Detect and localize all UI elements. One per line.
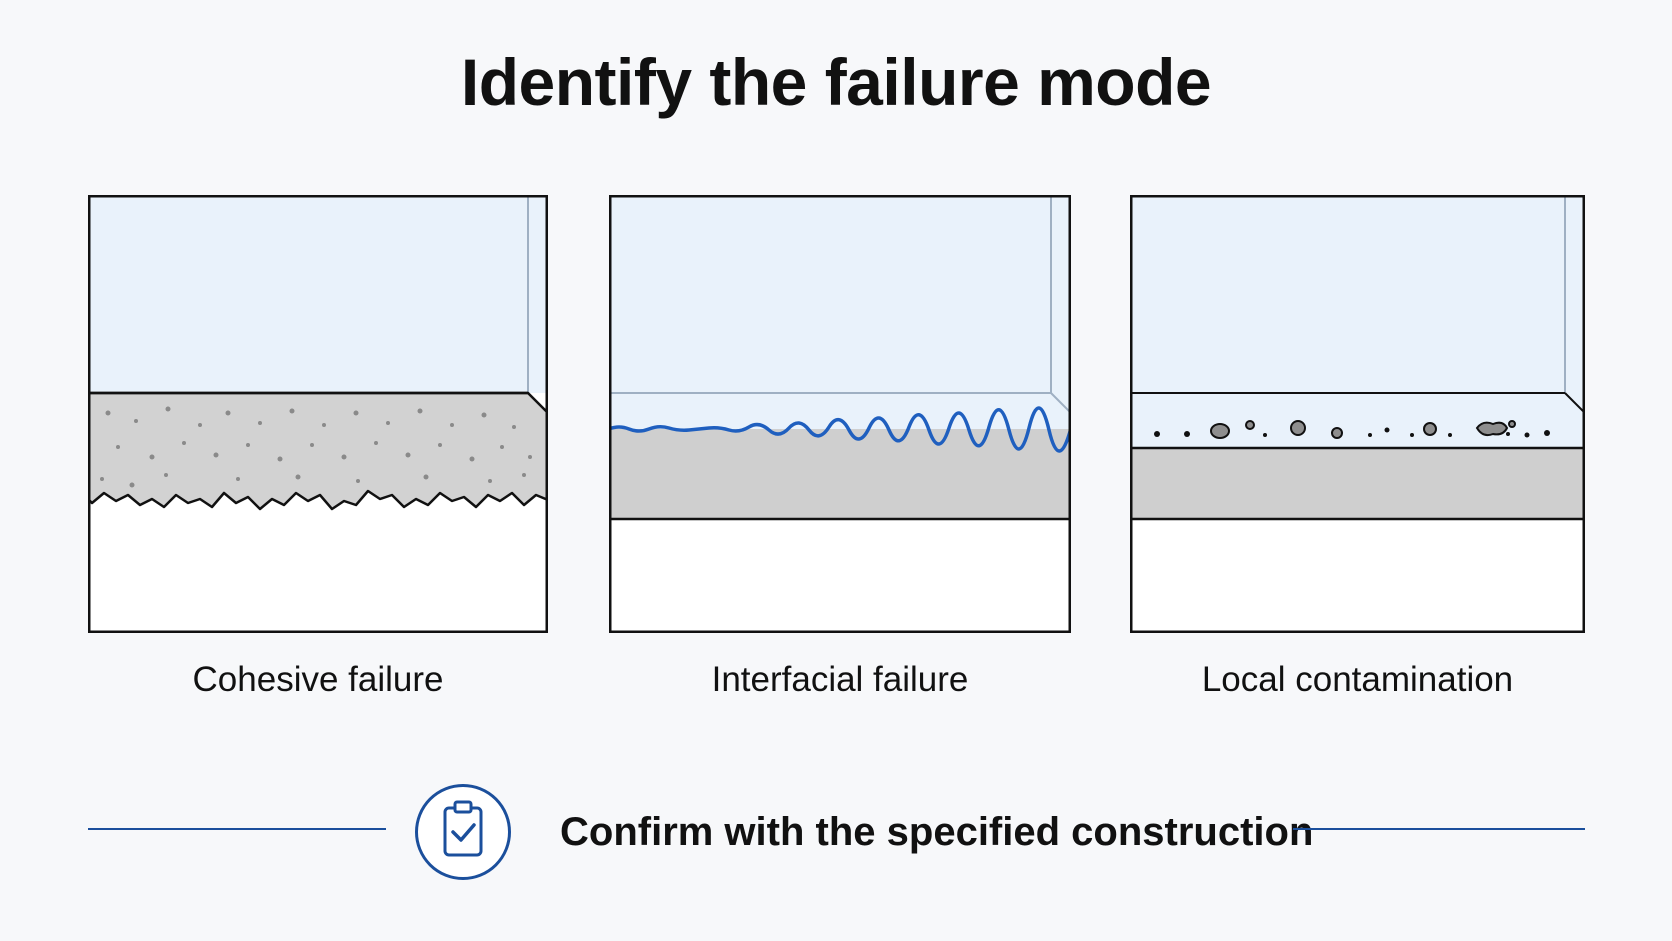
footer-line-left <box>88 828 386 830</box>
interfacial-failure-panel <box>609 195 1071 633</box>
interfacial-failure-caption: Interfacial failure <box>711 660 969 699</box>
local-contamination-illustration <box>1130 195 1585 633</box>
cohesive-failure-panel <box>88 195 548 633</box>
cohesive-failure-caption: Cohesive failure <box>192 660 444 699</box>
footer-text: Confirm with the specified construction <box>560 810 1314 854</box>
clipboard-check-icon <box>415 784 511 880</box>
local-contamination-caption: Local contamination <box>1201 660 1514 699</box>
cohesive-failure-illustration <box>88 195 548 633</box>
interfacial-failure-illustration <box>609 195 1071 633</box>
local-contamination-panel <box>1130 195 1585 633</box>
page-title: Identify the failure mode <box>460 45 1212 119</box>
footer-line-right <box>1293 828 1585 830</box>
